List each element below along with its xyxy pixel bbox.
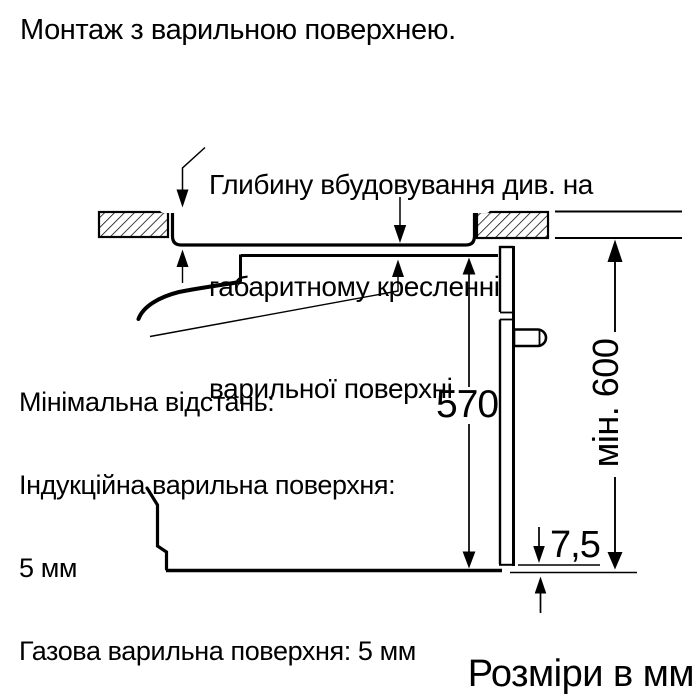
cabinet-front-curve (136, 280, 242, 321)
worktop-left-section (97, 210, 170, 239)
depth-note-line-1: Глибину вбудовування див. на (209, 169, 593, 200)
dim-600 (607, 239, 623, 570)
dim-600-arrowhead-top (607, 239, 623, 262)
worktop-right-section (475, 210, 550, 240)
depth-note-line-3: варильної поверхні (209, 373, 453, 404)
cabinet-front-lower (145, 486, 169, 571)
min-distance-indicators (149, 249, 404, 338)
depth-leader-left-line (181, 146, 206, 191)
oven (136, 245, 548, 573)
dim-570-label: 570 (436, 383, 499, 426)
depth-leader-center-arrowhead (393, 225, 407, 243)
min-distance-arrowhead (392, 259, 404, 277)
min-distance-line-4: Газова варильна поверхня: 5 мм (19, 635, 416, 666)
dim-7-5 (510, 527, 637, 613)
handle-bar (512, 328, 548, 348)
depth-leader-left-arrowhead (176, 189, 189, 208)
dim-7-5-label: 7,5 (550, 524, 601, 566)
depth-note-line-2: габаритному кресленні (209, 271, 500, 302)
dim-7-5-upper-arrowhead (533, 546, 545, 563)
page-title: Монтаж з варильною поверхнею. (20, 14, 456, 46)
dim-570-arrowhead-bottom (462, 551, 476, 569)
units-caption: Розміри в мм (467, 653, 695, 695)
min-distance-line-3: 5 мм (19, 552, 78, 583)
depth-note: Глибину вбудовування див. на габаритному… (209, 100, 593, 474)
hob-flange (160, 205, 490, 213)
oven-front-panel (498, 245, 515, 566)
door-handle (512, 328, 548, 348)
min-distance-line-1: Мінімальна відстань: (19, 387, 275, 418)
dim-7-5-lower-arrowhead (534, 576, 547, 594)
min-distance-note: Мінімальна відстань: Індукційна варильна… (19, 334, 416, 700)
dim-570-arrowhead-top (462, 257, 476, 275)
min-distance-line-2: Індукційна варильна поверхня: (19, 469, 396, 500)
worktop (97, 210, 682, 240)
min-distance-leader-line (149, 277, 399, 338)
dim-600-label: мін. 600 (585, 338, 626, 468)
depth-leaders (176, 146, 407, 243)
dim-570 (462, 257, 476, 569)
hob-clearance-arrowhead (176, 249, 189, 267)
dim-600-arrowhead-bottom (607, 552, 623, 570)
